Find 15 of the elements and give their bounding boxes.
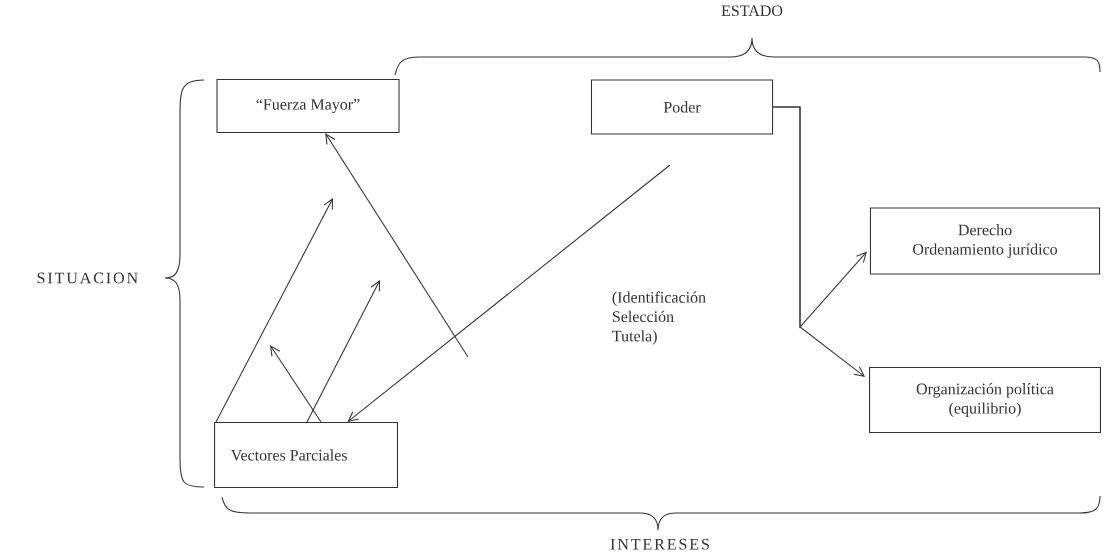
brace-label: INTERESES: [610, 538, 709, 550]
note-text: (Identificación Selección Tutela): [612, 291, 706, 345]
arrow: [325, 133, 469, 358]
box: “Fuerza Mayor”: [216, 78, 400, 134]
box: Organización política (equilibrio): [869, 366, 1101, 434]
arrow: [772, 106, 865, 377]
arrow: [347, 164, 671, 422]
box: Derecho Ordenamiento jurídico: [869, 207, 1101, 275]
brace-label: ESTADO: [721, 5, 783, 17]
arrow: [270, 345, 322, 423]
arrow: [306, 280, 380, 423]
box: Vectores Parciales: [214, 421, 398, 489]
brace-label: SITUACION: [37, 272, 138, 284]
arrow: [215, 198, 333, 423]
box: Poder: [590, 79, 774, 135]
